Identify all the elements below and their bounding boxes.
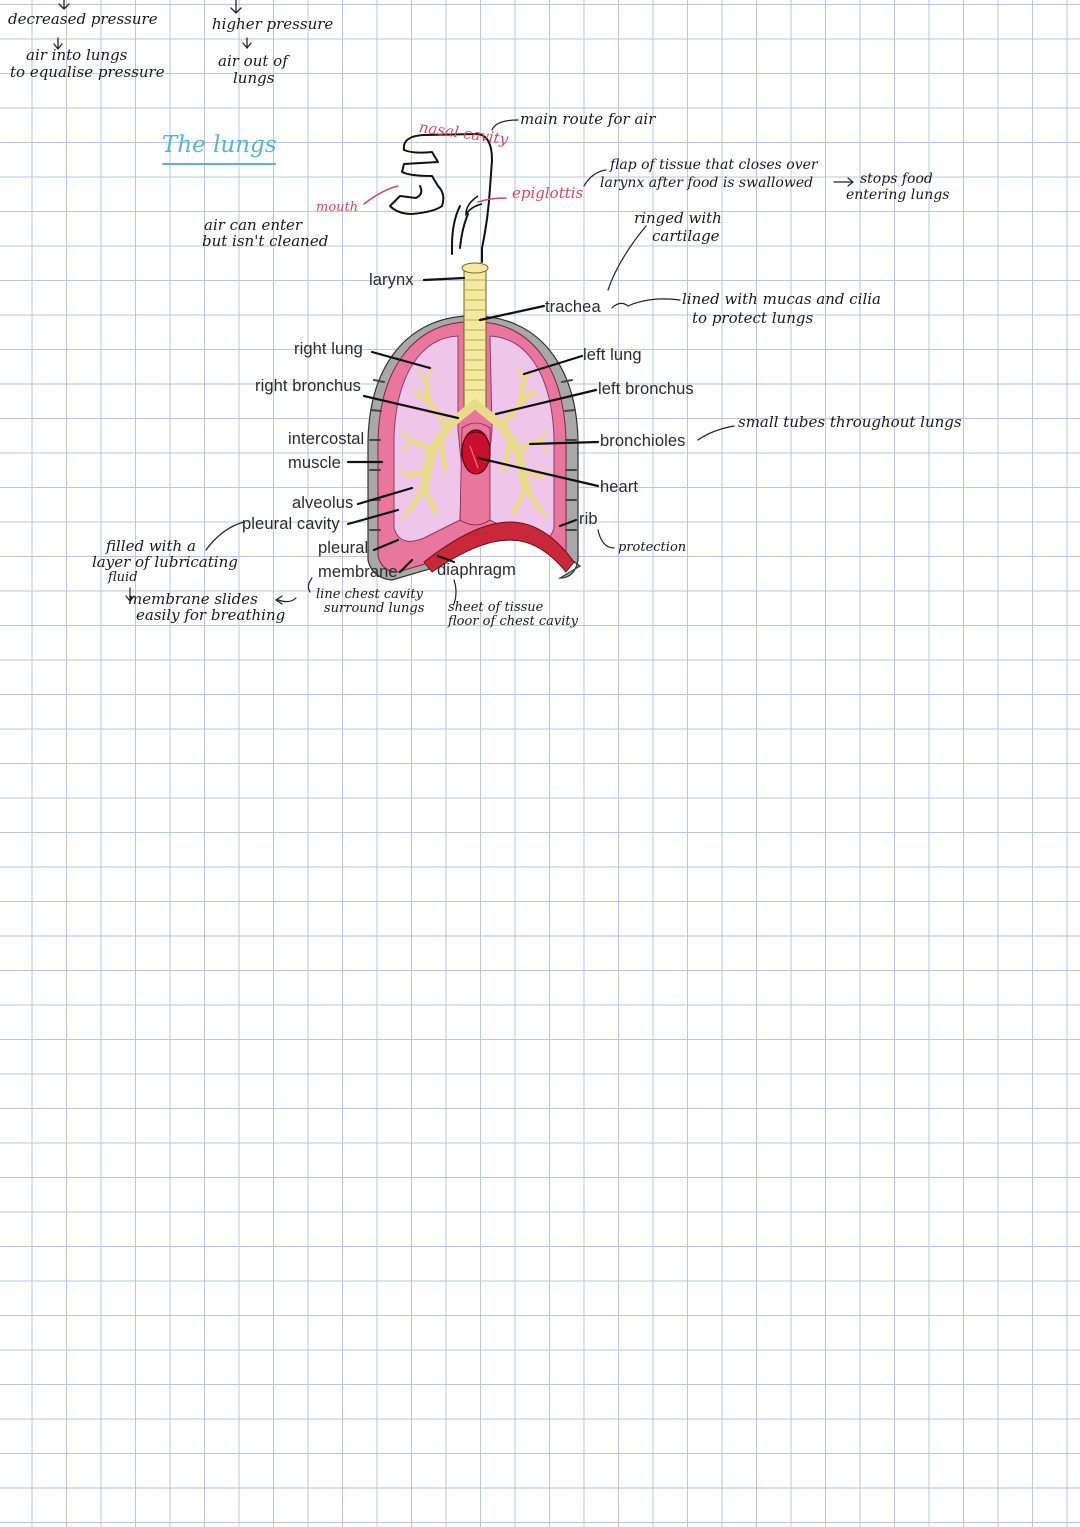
label-pleural: pleural bbox=[318, 539, 369, 557]
label-trachea: trachea bbox=[545, 298, 601, 316]
note-higher-pressure: higher pressure bbox=[212, 15, 334, 33]
note-lungs: lungs bbox=[233, 69, 275, 87]
red-leader-lines bbox=[363, 185, 507, 205]
note-protection: protection bbox=[618, 540, 687, 555]
note-air-out-of: air out of bbox=[218, 52, 288, 70]
note-lined-with-mucas: lined with mucas and cilia bbox=[682, 290, 881, 308]
note-air-can-enter: air can enter bbox=[204, 216, 303, 234]
note-filled-with-a: filled with a bbox=[106, 537, 196, 555]
note-entering-lungs: entering lungs bbox=[846, 187, 950, 203]
lungs-diagram bbox=[53, 0, 854, 605]
label-muscle: muscle bbox=[288, 454, 341, 472]
diaphragm-shape bbox=[423, 521, 575, 573]
heart-shape bbox=[461, 429, 491, 475]
note-larynx-after-food: larynx after food is swallowed bbox=[600, 175, 814, 191]
label-left-bronchus: left bronchus bbox=[598, 380, 694, 398]
note-floor-of-chest: floor of chest cavity bbox=[448, 614, 578, 629]
top-arrows bbox=[53, 0, 252, 51]
note-layer-of-lubricating: layer of lubricating bbox=[92, 553, 238, 571]
label-alveolus: alveolus bbox=[292, 494, 354, 512]
note-small-tubes: small tubes throughout lungs bbox=[738, 413, 962, 431]
label-heart: heart bbox=[600, 478, 639, 496]
label-rib: rib bbox=[579, 510, 598, 528]
title-underline bbox=[162, 163, 276, 165]
lungs-body bbox=[367, 262, 582, 581]
note-sheet-of-tissue: sheet of tissue bbox=[448, 600, 544, 615]
note-surround-lungs: surround lungs bbox=[324, 601, 425, 616]
note-decreased-pressure: decreased pressure bbox=[8, 10, 158, 28]
label-pleural-cavity: pleural cavity bbox=[242, 515, 340, 533]
label-larynx: larynx bbox=[369, 271, 414, 289]
note-equalise-pressure: to equalise pressure bbox=[10, 63, 165, 81]
note-isnt-cleaned: but isn't cleaned bbox=[202, 232, 329, 250]
page-title: The lungs bbox=[162, 132, 277, 158]
label-epiglottis: epiglottis bbox=[512, 184, 584, 202]
leader-lines bbox=[346, 276, 600, 574]
note-air-into-lungs: air into lungs bbox=[26, 46, 128, 64]
note-ringed-with: ringed with bbox=[634, 209, 722, 227]
head-airway-outline bbox=[389, 133, 493, 263]
label-right-bronchus: right bronchus bbox=[255, 377, 361, 395]
label-left-lung: left lung bbox=[583, 346, 642, 364]
label-bronchioles: bronchioles bbox=[600, 432, 686, 450]
label-intercostal: intercostal bbox=[288, 430, 365, 448]
note-fluid: fluid bbox=[108, 570, 138, 585]
label-mouth: mouth bbox=[316, 200, 359, 215]
note-easily-for-breathing: easily for breathing bbox=[136, 606, 286, 624]
note-stops-food: stops food bbox=[860, 171, 933, 187]
note-line-chest-cavity: line chest cavity bbox=[316, 587, 423, 602]
note-flap-of-tissue: flap of tissue that closes over bbox=[610, 157, 818, 173]
note-connectors bbox=[125, 119, 854, 605]
note-protect-lungs: to protect lungs bbox=[692, 309, 814, 327]
note-membrane-slides: membrane slides bbox=[128, 590, 258, 608]
note-main-route: main route for air bbox=[520, 110, 656, 128]
label-right-lung: right lung bbox=[294, 340, 363, 358]
note-cartilage: cartilage bbox=[652, 227, 720, 245]
label-membrane: membrane bbox=[318, 563, 398, 581]
label-diaphragm: diaphragm bbox=[437, 561, 516, 579]
epiglottis-flap bbox=[465, 195, 483, 217]
